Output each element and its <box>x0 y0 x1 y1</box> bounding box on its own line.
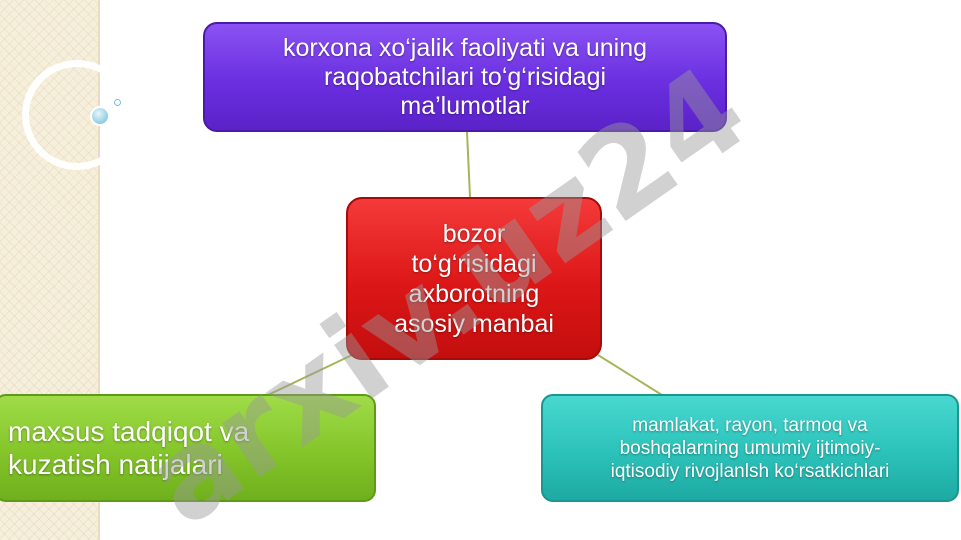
top-box-line-1: korxona xo‘jalik faoliyati va uning <box>282 33 648 62</box>
right-box-development-indicators: mamlakat, rayon, tarmoq va boshqalarning… <box>541 394 959 502</box>
decorative-ring <box>22 60 132 170</box>
center-box-line-4: asosiy manbai <box>394 309 554 338</box>
decorative-bubble <box>90 106 110 126</box>
top-box-info-about-enterprise: korxona xo‘jalik faoliyati va uning raqo… <box>203 22 727 132</box>
left-box-line-2: kuzatish natijalari <box>8 449 223 480</box>
top-box-line-2: raqobatchilari to‘g‘risidagi <box>323 62 607 91</box>
left-box-line-1: maxsus tadqiqot va <box>8 416 250 447</box>
right-box-line-2: boshqalarning umumiy ijtimoiy- <box>619 437 881 459</box>
top-box-line-3: ma’lumotlar <box>400 91 530 120</box>
strip-edge <box>98 0 100 540</box>
decorative-small-bubble <box>114 99 121 106</box>
connector-center-left <box>267 354 353 396</box>
connector-center-right <box>597 354 663 396</box>
connector-top-center <box>466 131 471 198</box>
center-box-line-3: axborotning <box>408 279 540 308</box>
center-box-line-2: to‘g‘risidagi <box>411 249 537 278</box>
center-box-line-1: bozor <box>442 219 506 248</box>
center-box-main-source: bozor to‘g‘risidagi axborotning asosiy m… <box>346 197 602 360</box>
right-box-line-1: mamlakat, rayon, tarmoq va <box>632 414 868 436</box>
left-box-research-results: maxsus tadqiqot va kuzatish natijalari <box>0 394 376 502</box>
right-box-line-3: iqtisodiy rivojlanlsh ko‘rsatkichlari <box>610 460 890 482</box>
